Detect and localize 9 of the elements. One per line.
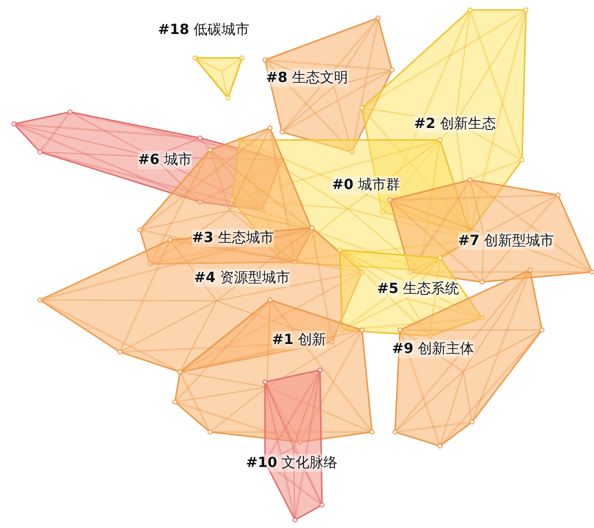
cluster-label: #4 资源型城市 bbox=[194, 269, 290, 287]
cluster-label: #9 创新主体 bbox=[392, 340, 474, 358]
cluster-label: #1 创新 bbox=[272, 331, 326, 349]
cluster-label: #10 文化脉络 bbox=[246, 454, 338, 472]
cluster-label: #3 生态城市 bbox=[192, 229, 274, 247]
cluster-label: #18 低碳城市 bbox=[158, 21, 250, 39]
cluster-label: #0 城市群 bbox=[332, 176, 400, 194]
cluster-label: #6 城市 bbox=[138, 151, 192, 169]
cluster-label: #7 创新型城市 bbox=[458, 232, 554, 250]
